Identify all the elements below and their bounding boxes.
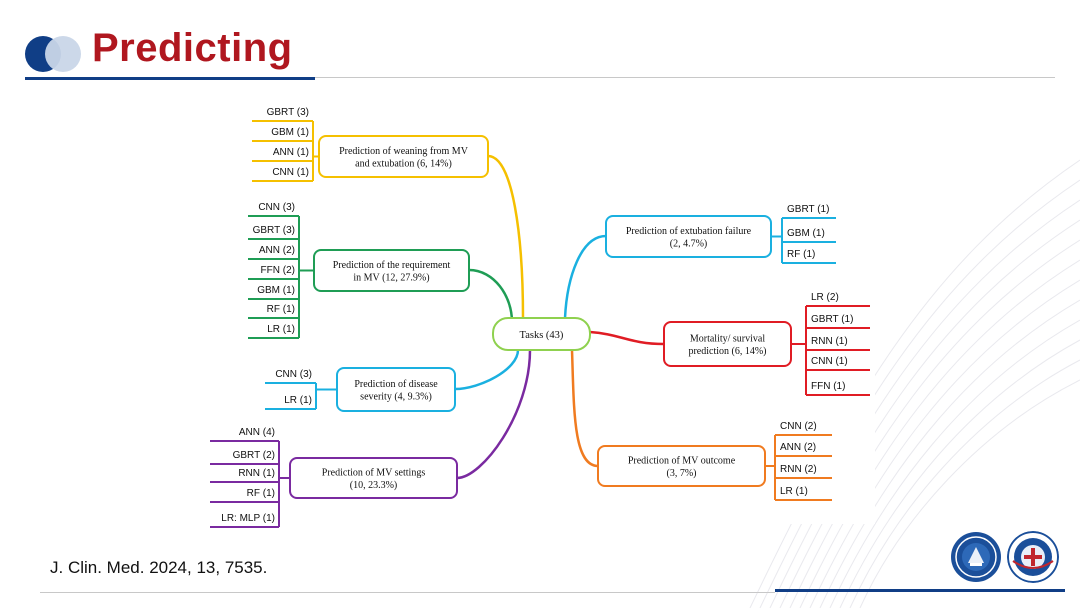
leaf-label: GBRT (2) (233, 450, 275, 461)
title-bullet-dots (25, 36, 85, 72)
branch-label-severity: Prediction of disease (354, 379, 438, 390)
leaf-label: CNN (3) (275, 369, 312, 380)
leaf-label: RNN (2) (780, 464, 817, 475)
branch-label-weaning: Prediction of weaning from MV (339, 146, 469, 157)
leaf-label: CNN (3) (258, 202, 295, 213)
footer-divider (40, 592, 775, 593)
leaf-label: ANN (2) (259, 245, 295, 256)
connector-outcome (570, 348, 600, 468)
leaf-label: RNN (1) (811, 336, 848, 347)
title-underline (25, 77, 315, 80)
branch-label-extubation_failure: Prediction of extubation failure (626, 226, 752, 237)
leaf-label: GBM (1) (787, 228, 825, 239)
connector-settings (455, 348, 532, 480)
slide-title: Predicting (92, 26, 293, 70)
connector-weaning (486, 154, 525, 320)
university-seal-logo (951, 532, 1001, 582)
leaf-label: GBRT (3) (267, 107, 309, 118)
branch-label-requirement: Prediction of the requirement (333, 260, 451, 271)
leaf-label: GBRT (3) (253, 225, 295, 236)
bullet-dot-light (45, 36, 81, 72)
leaf-label: CNN (2) (780, 421, 817, 432)
leaf-label: FFN (1) (811, 381, 845, 392)
leaf-label: GBM (1) (271, 127, 309, 138)
leaf-label: ANN (1) (273, 147, 309, 158)
connector-mortality (588, 330, 666, 346)
branch-label-mortality: Mortality/ survival (690, 333, 765, 344)
leaf-label: ANN (4) (239, 427, 275, 438)
leaf-label: GBRT (1) (787, 204, 829, 215)
leaf-label: CNN (1) (272, 167, 309, 178)
root-node-label: Tasks (43) (520, 330, 564, 341)
leaf-label: RF (1) (247, 488, 275, 499)
leaf-label: LR (2) (811, 292, 839, 303)
connector-severity (453, 348, 520, 391)
branch-label-outcome: (3, 7%) (667, 468, 697, 479)
connector-extubation_failure (563, 234, 608, 320)
branch-label-settings: (10, 23.3%) (350, 480, 398, 491)
hospital-seal-logo (1007, 531, 1059, 583)
branch-label-severity: severity (4, 9.3%) (360, 391, 432, 402)
leaf-label: RF (1) (787, 249, 815, 260)
footer-accent-bar (775, 589, 1065, 592)
branch-label-requirement: in MV (12, 27.9%) (353, 272, 429, 283)
root-node (492, 317, 591, 351)
branch-label-weaning: and extubation (6, 14%) (355, 158, 452, 169)
leaf-label: FFN (2) (261, 265, 295, 276)
branch-label-settings: Prediction of MV settings (322, 467, 426, 478)
connector-requirement (467, 268, 514, 324)
leaf-label: GBRT (1) (811, 314, 853, 325)
leaf-label: LR: MLP (1) (221, 513, 275, 524)
leaf-label: RNN (1) (238, 468, 275, 479)
citation: J. Clin. Med. 2024, 13, 7535. (50, 558, 268, 577)
leaf-label: LR (1) (267, 324, 295, 335)
leaf-label: CNN (1) (811, 356, 848, 367)
title-divider (315, 77, 1055, 78)
branch-label-outcome: Prediction of MV outcome (628, 455, 736, 466)
leaf-label: RF (1) (267, 304, 295, 315)
leaf-label: LR (1) (780, 486, 808, 497)
branch-label-mortality: prediction (6, 14%) (688, 346, 766, 357)
branch-label-extubation_failure: (2, 4.7%) (670, 238, 708, 249)
leaf-label: ANN (2) (780, 442, 816, 453)
leaf-label: GBM (1) (257, 285, 295, 296)
leaf-label: LR (1) (284, 395, 312, 406)
